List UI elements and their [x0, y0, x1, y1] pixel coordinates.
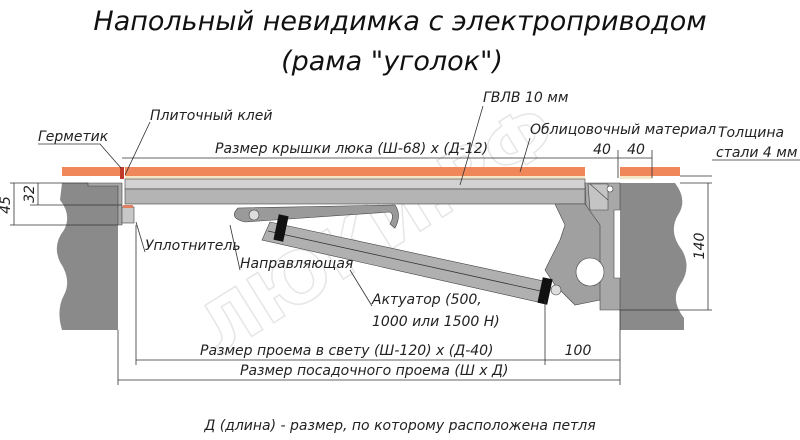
- dim-32: 32: [22, 185, 38, 203]
- title-line-1: Напольный невидимка с электроприводом: [93, 6, 706, 37]
- gvlv-board: [124, 178, 586, 190]
- actuator-rod-line: [267, 230, 546, 293]
- title-line-2: (рама "уголок"): [281, 46, 503, 77]
- guide-pin: [248, 209, 260, 221]
- seal-red: [123, 205, 133, 208]
- label-steel-1: Толщина: [718, 125, 784, 141]
- corner-block: [587, 183, 609, 211]
- guide-rail: [234, 204, 399, 229]
- dim-40-right: 40: [627, 142, 645, 158]
- label-clear-opening: Размер проема в свету (Ш-120) х (Д-40): [200, 343, 494, 359]
- facing-material: [125, 167, 585, 176]
- sealant: [120, 167, 124, 179]
- label-guide: Направляющая: [240, 256, 353, 272]
- tile-glue-layer: [125, 176, 585, 179]
- label-gvlv: ГВЛВ 10 мм: [483, 90, 569, 106]
- label-steel-2: стали 4 мм: [716, 145, 798, 161]
- tile-glue-layer-right: [620, 176, 653, 179]
- label-facing: Облицовочный материал: [530, 122, 716, 138]
- dim-40-left: 40: [593, 142, 611, 158]
- lid-steel-plate: [124, 188, 586, 205]
- label-lid-size: Размер крышки люка (Ш-68) х (Д-12): [215, 141, 488, 157]
- label-footer: Д (длина) - размер, по которому располож…: [203, 418, 595, 434]
- label-actuator-1: Актуатор (500,: [371, 292, 482, 308]
- facing-material-right: [620, 167, 680, 176]
- actuator-pivot: [550, 284, 562, 296]
- corner-pin: [606, 185, 614, 193]
- actuator-cap-top: [273, 214, 289, 242]
- right-wall: [620, 183, 687, 330]
- left-wall: [56, 183, 118, 330]
- actuator-cap-bottom: [537, 277, 553, 305]
- label-tile-glue: Плиточный клей: [150, 108, 272, 124]
- dim-45: 45: [0, 196, 14, 214]
- label-mount-opening: Размер посадочного проема (Ш х Д): [240, 363, 508, 379]
- dim-140: 140: [692, 233, 708, 260]
- bracket-hole: [575, 257, 605, 287]
- dim-100: 100: [565, 343, 592, 359]
- label-sealant: Герметик: [38, 129, 109, 145]
- seal: [121, 206, 135, 224]
- facing-material-left: [62, 167, 120, 176]
- label-seal: Уплотнитель: [145, 238, 241, 254]
- label-actuator-2: 1000 или 1500 Н): [372, 314, 500, 330]
